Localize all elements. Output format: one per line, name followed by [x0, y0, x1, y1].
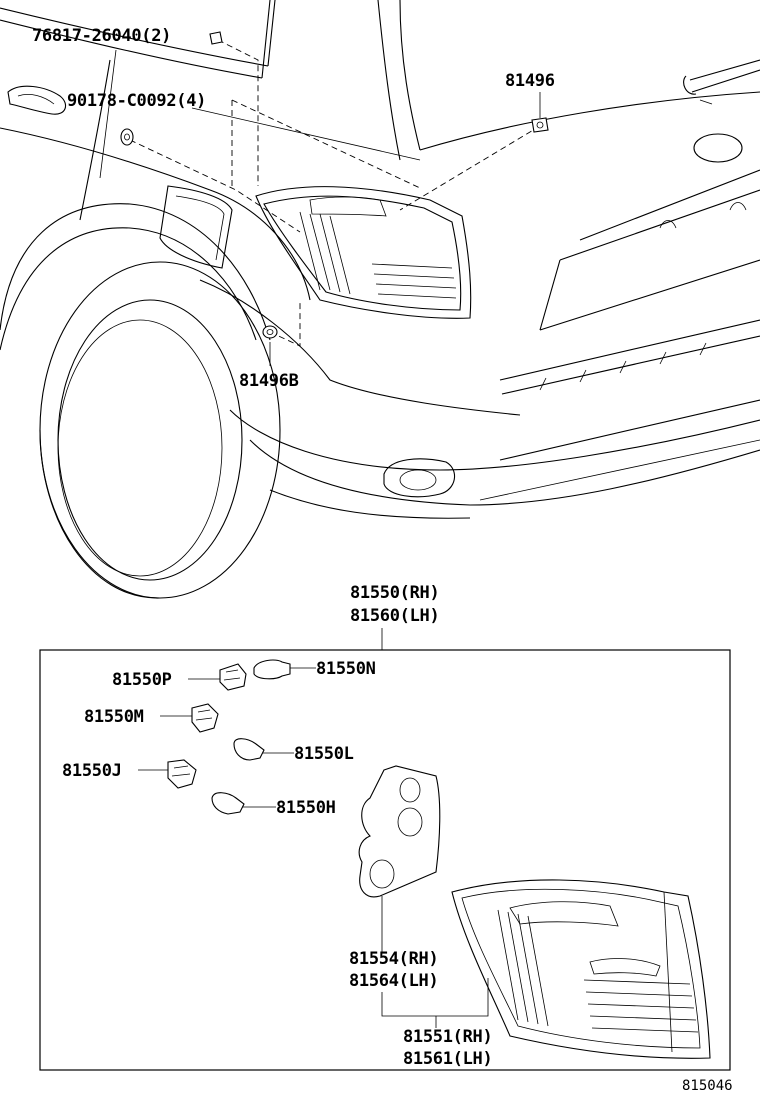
- nut-81496-icon: [531, 117, 549, 133]
- label-81550j: 81550J: [62, 761, 122, 781]
- label-81496b: 81496B: [239, 371, 299, 391]
- assembly-box: [39, 649, 731, 1071]
- clip-76817-icon: [209, 31, 223, 45]
- bulb-81550h-icon: [211, 792, 245, 815]
- label-81550m: 81550M: [84, 707, 144, 727]
- label-81564-lh: 81564(LH): [349, 971, 438, 991]
- screw-90178-icon: [120, 128, 134, 146]
- label-81554-rh: 81554(RH): [349, 949, 438, 969]
- label-81550l: 81550L: [294, 744, 354, 764]
- label-81561-lh: 81561(LH): [403, 1049, 492, 1069]
- label-81496: 81496: [505, 71, 555, 91]
- socket-81550j-icon: [167, 759, 197, 789]
- label-81560-lh: 81560(LH): [350, 606, 439, 626]
- bulb-81550n-icon: [253, 659, 291, 680]
- diagram-id: 815046: [682, 1078, 733, 1094]
- vehicle-rear-illustration: [0, 0, 760, 599]
- label-90178-c0092: 90178-C0092(4): [67, 91, 206, 111]
- label-81550p: 81550P: [112, 670, 172, 690]
- nut-81496b-icon: [262, 325, 278, 339]
- gasket-81554-icon: [358, 765, 441, 898]
- label-81551-rh: 81551(RH): [403, 1027, 492, 1047]
- socket-81550p-icon: [219, 663, 247, 691]
- socket-81550m-icon: [191, 703, 219, 733]
- label-81550-rh: 81550(RH): [350, 583, 439, 603]
- label-76817-26040: 76817-26040(2): [32, 26, 171, 46]
- label-81550h: 81550H: [276, 798, 336, 818]
- lens-81551-icon: [451, 879, 711, 1059]
- bulb-81550l-icon: [233, 738, 265, 761]
- label-81550n: 81550N: [316, 659, 376, 679]
